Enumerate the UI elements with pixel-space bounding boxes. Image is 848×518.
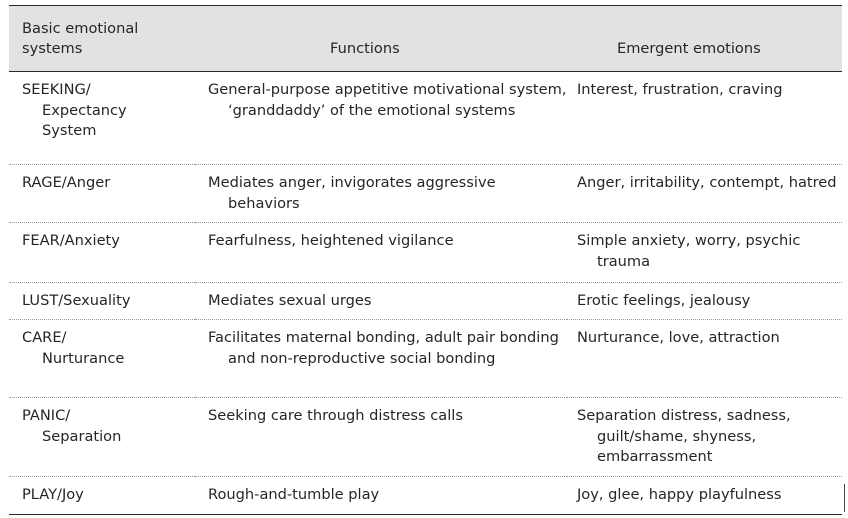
table-row: CARE/ Nurturance Facilitates maternal bo… (9, 319, 842, 398)
system-name: SEEKING/ (22, 81, 91, 98)
page-edge-mark (844, 484, 845, 512)
emotions-cell: Separation distress, sadness, guilt/sham… (567, 397, 842, 477)
table-body: SEEKING/ Expectancy System General-purpo… (9, 71, 842, 515)
functions-cell: Fearfulness, heightened vigilance (195, 222, 567, 283)
system-name: CARE/ (22, 329, 67, 346)
system-name: System (42, 122, 97, 139)
header-basic-emotional-systems: Basic emotional systems (9, 5, 195, 72)
table-row: LUST/Sexuality Mediates sexual urges Ero… (9, 282, 842, 320)
emotions-text: Simple anxiety, worry, psychic trauma (577, 232, 801, 270)
functions-cell: Rough-and-tumble play (195, 476, 567, 515)
emotions-cell: Simple anxiety, worry, psychic trauma (567, 222, 842, 283)
header-row: Basic emotional systems Functions Emerge… (9, 5, 842, 72)
system-cell: LUST/Sexuality (9, 282, 195, 320)
functions-text: General-purpose appetitive motivational … (208, 81, 567, 119)
system-cell: FEAR/Anxiety (9, 222, 195, 283)
emotions-cell: Joy, glee, happy playfulness (567, 476, 842, 515)
functions-text: Mediates anger, invigorates aggressive b… (208, 174, 496, 212)
table-row: RAGE/Anger Mediates anger, invigorates a… (9, 164, 842, 223)
system-cell: CARE/ Nurturance (9, 319, 195, 398)
functions-text: Fearfulness, heightened vigilance (208, 232, 454, 249)
emotions-text: Erotic feelings, jealousy (577, 292, 751, 309)
header-functions: Functions (195, 5, 567, 72)
emotional-systems-table: Basic emotional systems Functions Emerge… (9, 5, 842, 515)
functions-cell: Mediates anger, invigorates aggressive b… (195, 164, 567, 223)
emotions-text: Nurturance, love, attraction (577, 329, 780, 346)
functions-text: Seeking care through distress calls (208, 407, 463, 424)
system-cell: PLAY/Joy (9, 476, 195, 515)
system-name: Nurturance (42, 349, 125, 367)
emotions-cell: Anger, irritability, contempt, hatred (567, 164, 842, 223)
system-cell: SEEKING/ Expectancy System (9, 71, 195, 165)
header-col1-line: systems (22, 40, 83, 57)
table-row: SEEKING/ Expectancy System General-purpo… (9, 71, 842, 165)
functions-cell: Seeking care through distress calls (195, 397, 567, 477)
system-name: PANIC/ (22, 407, 71, 424)
emotions-cell: Nurturance, love, attraction (567, 319, 842, 398)
table-row: FEAR/Anxiety Fearfulness, heightened vig… (9, 222, 842, 283)
table-row: PANIC/ Separation Seeking care through d… (9, 397, 842, 477)
emotions-cell: Interest, frustration, craving (567, 71, 842, 165)
system-cell: RAGE/Anger (9, 164, 195, 223)
header-col1-line: Basic emotional (22, 20, 139, 37)
table-header: Basic emotional systems Functions Emerge… (9, 5, 842, 72)
system-name: LUST/Sexuality (22, 292, 131, 309)
functions-text: Facilitates maternal bonding, adult pair… (208, 329, 559, 367)
emotions-text: Separation distress, sadness, guilt/sham… (577, 407, 791, 465)
emotions-text: Joy, glee, happy playfulness (577, 486, 782, 503)
functions-cell: Facilitates maternal bonding, adult pair… (195, 319, 567, 398)
header-emergent-emotions: Emergent emotions (567, 5, 842, 72)
functions-text: Rough-and-tumble play (208, 486, 380, 503)
functions-cell: Mediates sexual urges (195, 282, 567, 320)
emotions-text: Interest, frustration, craving (577, 81, 783, 98)
functions-cell: General-purpose appetitive motivational … (195, 71, 567, 165)
system-name: Separation (42, 427, 122, 445)
emotions-text: Anger, irritability, contempt, hatred (577, 174, 837, 191)
system-name: RAGE/Anger (22, 174, 111, 191)
system-cell: PANIC/ Separation (9, 397, 195, 477)
system-name: PLAY/Joy (22, 486, 84, 503)
system-name: Expectancy (42, 101, 127, 119)
system-name: FEAR/Anxiety (22, 232, 120, 249)
emotional-systems-table-wrapper: Basic emotional systems Functions Emerge… (9, 5, 842, 515)
table-row: PLAY/Joy Rough-and-tumble play Joy, glee… (9, 476, 842, 515)
emotions-cell: Erotic feelings, jealousy (567, 282, 842, 320)
functions-text: Mediates sexual urges (208, 292, 372, 309)
